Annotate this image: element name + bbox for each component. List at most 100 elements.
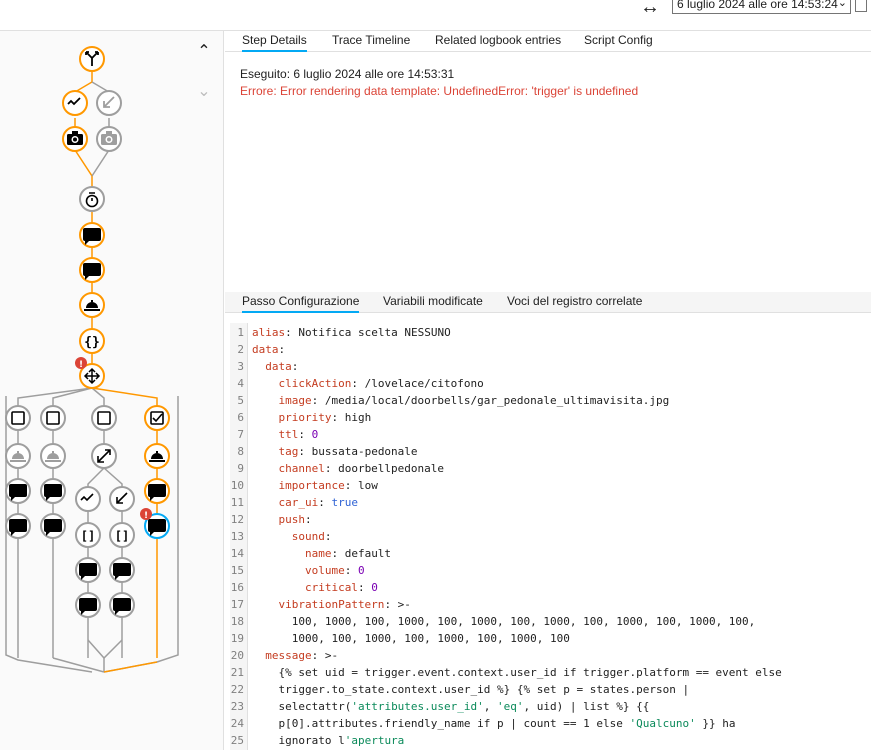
code-line: 20 message: >- — [230, 647, 338, 664]
code-text: clickAction: /lovelace/citofono — [278, 377, 484, 390]
top-bar: ↔ 6 luglio 2024 alle ore 14:53:24 ⌄ — [0, 0, 871, 31]
graph-node-branch4-bell[interactable] — [144, 443, 170, 469]
tab-trace-timeline[interactable]: Trace Timeline — [332, 33, 411, 47]
tab-related-logbook-entries[interactable]: Voci del registro correlate — [507, 294, 643, 308]
graph-node-service-bell[interactable] — [79, 292, 105, 318]
code-text: 100, 1000, 100, 1000, 100, 1000, 100, 10… — [291, 615, 756, 628]
line-number: 1 — [237, 326, 244, 339]
graph-node-branch3-condition-skip[interactable] — [109, 486, 135, 512]
tab-script-config[interactable]: Script Config — [584, 33, 653, 47]
graph-node-branch3-notify-a2[interactable] — [75, 592, 101, 618]
code-text: critical: 0 — [304, 581, 378, 594]
code-line: 4 clickAction: /lovelace/citofono — [230, 375, 483, 392]
code-text: {% set uid = trigger.event.context.user_… — [278, 666, 782, 679]
trace-navigation-icon[interactable]: ↔ — [640, 0, 660, 18]
graph-node-snapshot-skipped[interactable] — [96, 126, 122, 152]
graph-node-branch4-option-checked[interactable] — [144, 405, 170, 431]
graph-node-branch4-notify-1[interactable] — [144, 478, 170, 504]
code-text: importance: low — [278, 479, 378, 492]
line-number: 24 — [230, 717, 244, 730]
graph-node-snapshot[interactable] — [62, 126, 88, 152]
code-text: selectattr('attributes.user_id', 'eq', u… — [278, 700, 650, 713]
tab-related-logbook[interactable]: Related logbook entries — [435, 33, 562, 47]
graph-node-branch3-sequence-b[interactable]: [] — [109, 522, 135, 548]
line-number: 5 — [237, 394, 244, 407]
line-number: 8 — [237, 445, 244, 458]
chevron-up-icon[interactable]: ⌃ — [197, 43, 211, 60]
code-text: image: /media/local/doorbells/gar_pedona… — [278, 394, 670, 407]
graph-node-branch2-notify-1[interactable] — [40, 478, 66, 504]
executed-timestamp: Eseguito: 6 luglio 2024 alle ore 14:53:3… — [240, 67, 455, 81]
line-number: 2 — [237, 343, 244, 356]
graph-node-branch3-notify-b1[interactable] — [109, 557, 135, 583]
code-line: 5 image: /media/local/doorbells/gar_pedon… — [230, 392, 669, 409]
graph-node-variables[interactable]: {} — [79, 328, 105, 354]
tab-step-config[interactable]: Passo Configurazione — [242, 294, 360, 313]
line-number: 19 — [230, 632, 244, 645]
line-number: 14 — [230, 547, 244, 560]
code-line: 21 {% set uid = trigger.event.context.use… — [230, 664, 782, 681]
graph-node-branch1-option[interactable] — [5, 405, 31, 431]
graph-node-branch2-option[interactable] — [40, 405, 66, 431]
graph-node-branch2-notify-2[interactable] — [40, 513, 66, 539]
graph-node-trigger[interactable] — [79, 46, 105, 72]
code-text: 1000, 100, 1000, 100, 1000, 100, 1000, 1… — [291, 632, 570, 645]
graph-node-notify-2[interactable] — [79, 257, 105, 283]
code-line: 19 1000, 100, 1000, 100, 1000, 100, 1000,… — [230, 630, 570, 647]
graph-node-branch3-trigger[interactable] — [91, 443, 117, 469]
graph-node-choose[interactable] — [79, 363, 105, 389]
chevron-down-icon: ⌄ — [837, 0, 847, 9]
error-badge-choose: ! — [75, 357, 87, 370]
code-text: push: — [278, 513, 312, 526]
graph-node-branch3-condition-pass[interactable] — [75, 486, 101, 512]
graph-node-branch4-notify-current[interactable] — [144, 513, 170, 539]
scrollbar-top[interactable] — [855, 0, 867, 12]
code-text: message: >- — [265, 649, 339, 662]
graph-node-condition-pass[interactable] — [62, 90, 88, 116]
error-message: Errore: Error rendering data template: U… — [240, 84, 639, 98]
step-tabs: Passo Configurazione Variabili modificat… — [225, 292, 871, 313]
graph-node-branch3-notify-b2[interactable] — [109, 592, 135, 618]
run-selector-value: 6 luglio 2024 alle ore 14:53:24 — [677, 0, 838, 11]
code-text: name: default — [304, 547, 392, 560]
run-selector[interactable]: 6 luglio 2024 alle ore 14:53:24 ⌄ — [672, 0, 851, 14]
graph-node-condition-skip[interactable] — [96, 90, 122, 116]
tab-step-details[interactable]: Step Details — [242, 33, 307, 52]
code-text: sound: — [291, 530, 332, 543]
graph-node-branch2-bell[interactable] — [40, 443, 66, 469]
line-number: 6 — [237, 411, 244, 424]
code-line: 13 sound: — [230, 528, 332, 545]
line-number: 18 — [230, 615, 244, 628]
graph-node-notify-1[interactable] — [79, 222, 105, 248]
graph-node-branch3-notify-a1[interactable] — [75, 557, 101, 583]
graph-node-delay[interactable] — [79, 186, 105, 212]
code-text: data: — [252, 343, 286, 356]
line-number: 4 — [237, 377, 244, 390]
line-number: 16 — [230, 581, 244, 594]
line-number: 13 — [230, 530, 244, 543]
graph-node-branch1-bell[interactable] — [5, 443, 31, 469]
line-number: 11 — [230, 496, 244, 509]
code-line: 14 name: default — [230, 545, 391, 562]
line-number-gutter — [230, 323, 248, 750]
tab-changed-variables[interactable]: Variabili modificate — [383, 294, 483, 308]
graph-node-branch1-notify-2[interactable] — [5, 513, 31, 539]
code-line: 2 data: — [230, 341, 285, 358]
graph-node-branch3-option[interactable] — [91, 405, 117, 431]
line-number: 21 — [230, 666, 244, 679]
line-number: 20 — [230, 649, 244, 662]
graph-node-branch3-sequence-a[interactable]: [] — [75, 522, 101, 548]
graph-node-branch1-notify-1[interactable] — [5, 478, 31, 504]
trace-graph: {} ! [] [] — [5, 46, 179, 673]
line-number: 22 — [230, 683, 244, 696]
code-text: channel: doorbellpedonale — [278, 462, 445, 475]
